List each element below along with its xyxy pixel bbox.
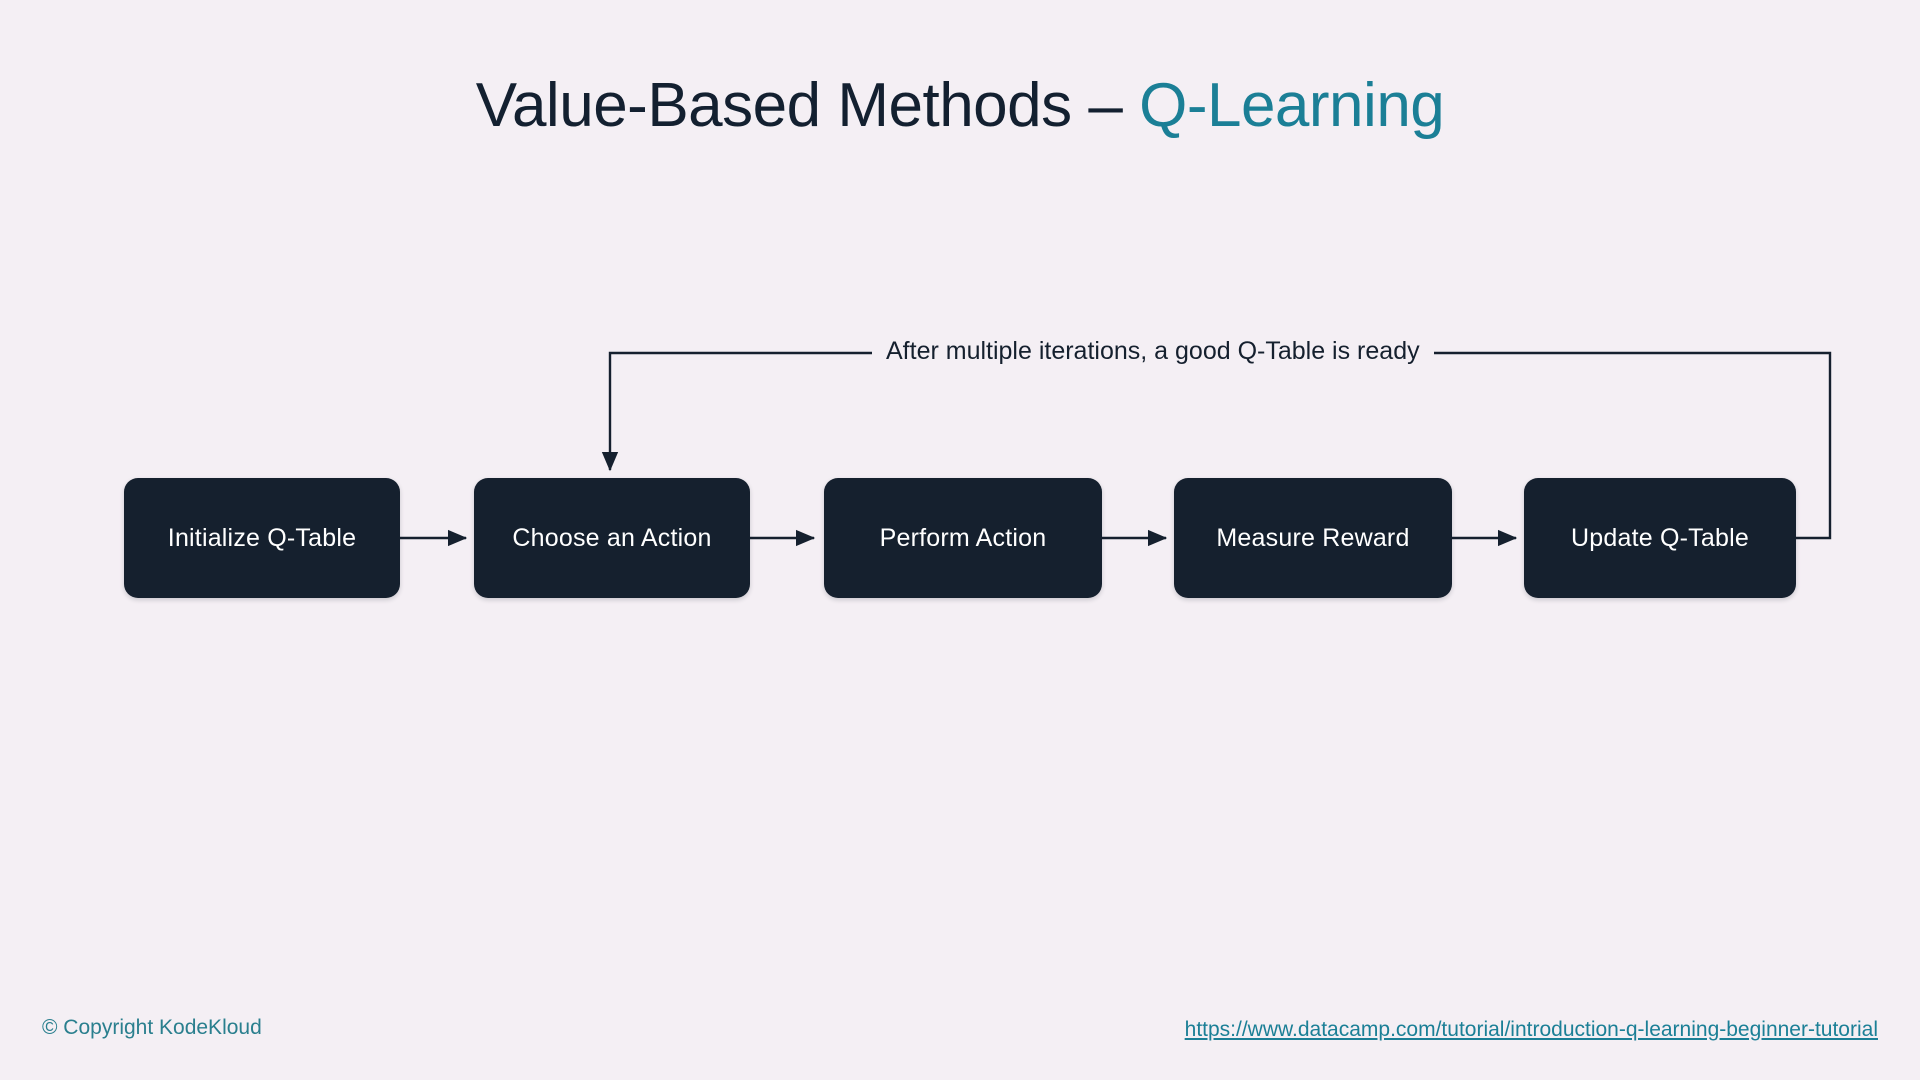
title-dash: – (1088, 71, 1140, 140)
title-main: Value-Based Methods (475, 71, 1089, 140)
flow-node-label: Perform Action (879, 523, 1047, 552)
copyright-text: © Copyright KodeKloud (42, 1016, 262, 1039)
page-title: Value-Based Methods – Q-Learning (0, 70, 1920, 141)
flow-node-perform-action[interactable]: Perform Action (824, 478, 1102, 598)
flow-node-measure-reward[interactable]: Measure Reward (1174, 478, 1452, 598)
flow-node-label: Choose an Action (512, 523, 712, 552)
flow-node-initialize-q-table[interactable]: Initialize Q-Table (124, 478, 400, 598)
title-accent: Q-Learning (1139, 71, 1445, 140)
flow-node-choose-an-action[interactable]: Choose an Action (474, 478, 750, 598)
source-url-link[interactable]: https://www.datacamp.com/tutorial/introd… (1184, 1018, 1878, 1041)
flow-node-label: Initialize Q-Table (167, 523, 357, 552)
flow-node-label: Update Q-Table (1571, 523, 1749, 552)
flow-node-label: Measure Reward (1216, 523, 1410, 552)
feedback-loop-label: After multiple iterations, a good Q-Tabl… (872, 337, 1434, 366)
flow-node-update-q-table[interactable]: Update Q-Table (1524, 478, 1796, 598)
